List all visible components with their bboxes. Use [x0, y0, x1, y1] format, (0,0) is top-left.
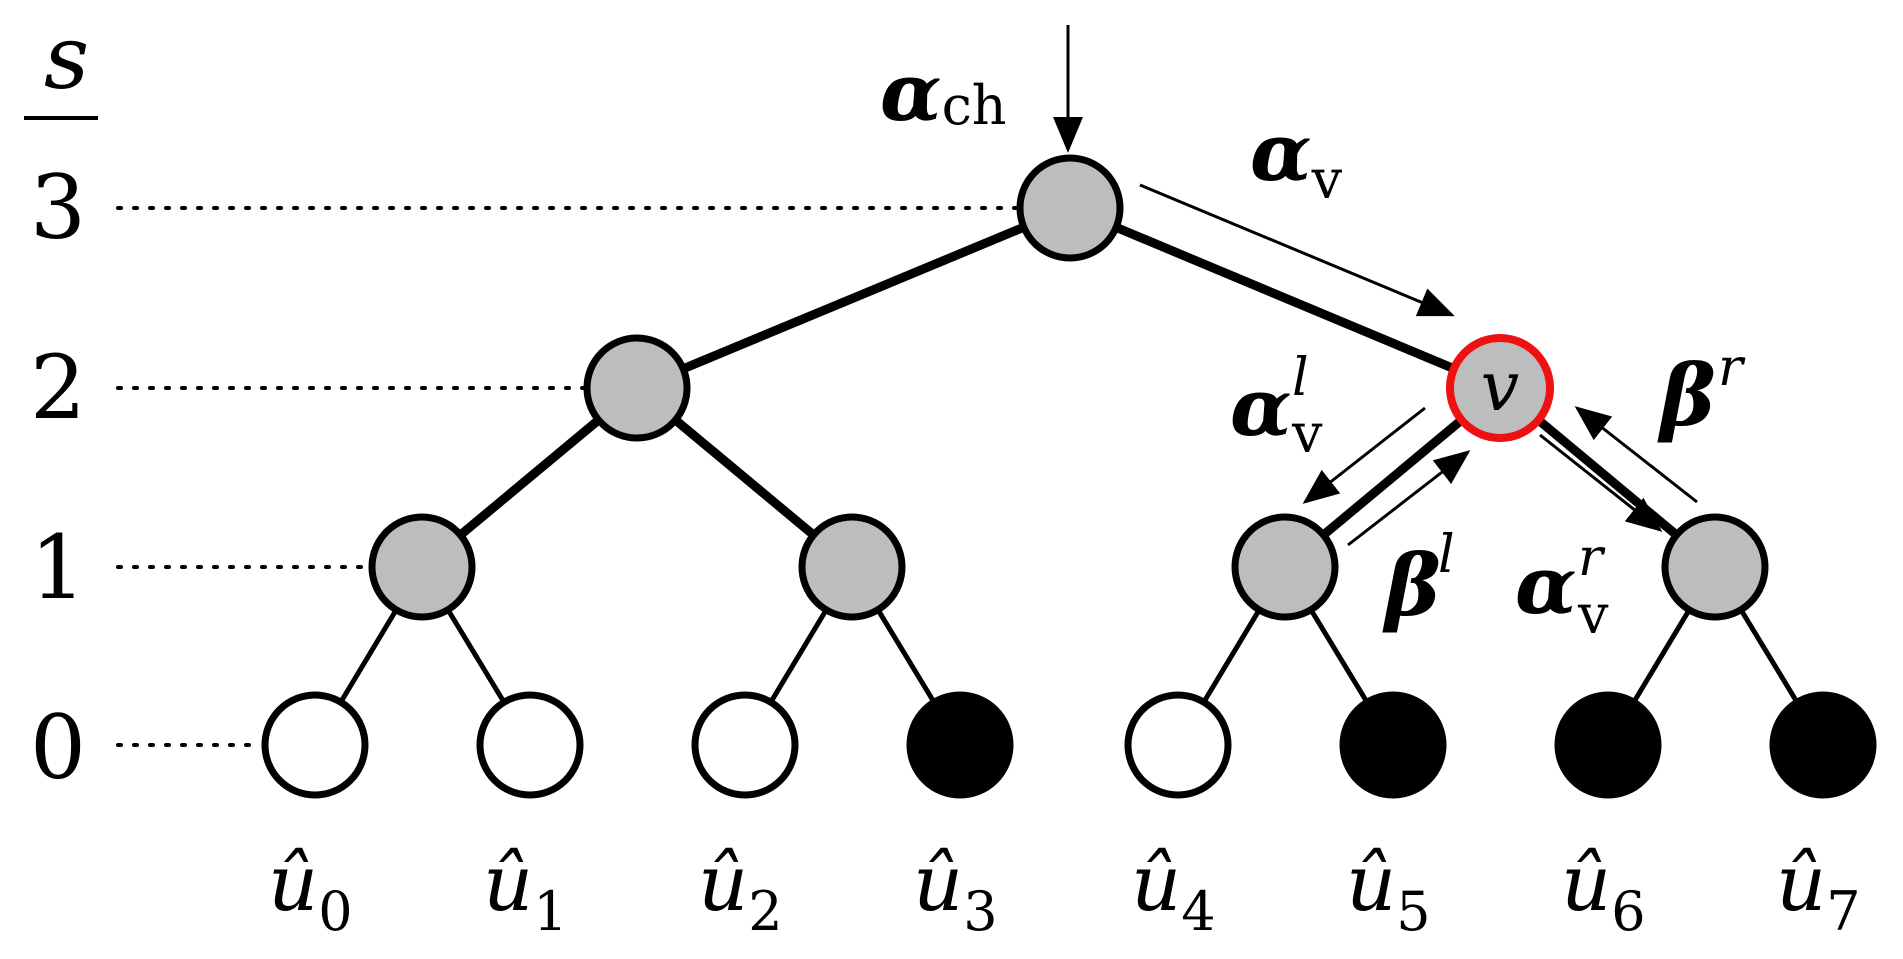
leaf-node-5 [1339, 691, 1447, 799]
label-alpha-ch: αch [880, 45, 1007, 139]
leaf-label-2-sub: 2 [748, 880, 782, 943]
leaf-label-1: û1 [483, 839, 568, 943]
axis-title-group: s [24, 6, 98, 120]
label-alpha-v-r: α [1515, 538, 1577, 632]
axis-title: s [44, 6, 89, 109]
arrow-alpha-v [1139, 183, 1455, 317]
leaf-label-2: û2 [698, 839, 783, 943]
label-beta-l-base: β [1382, 536, 1441, 635]
leaf-label-7: û7 [1776, 839, 1861, 943]
node-l1-0 [368, 513, 476, 621]
label-alpha-v-sub: v [1311, 148, 1343, 211]
message-arrows [1053, 25, 1698, 547]
leaf-label-3-base: û [913, 839, 963, 929]
leaf-label-6-sub: 6 [1611, 880, 1645, 943]
leaf-label-7-sub: 7 [1826, 880, 1860, 943]
label-alpha-v-l-sub: v [1291, 402, 1323, 465]
edge-root-right [1065, 203, 1505, 393]
leaf-label-1-base: û [483, 839, 533, 929]
leaf-label-5: û5 [1346, 839, 1431, 943]
leaf-node-1 [476, 691, 584, 799]
label-beta-l: β [1382, 536, 1441, 635]
arrow-beta-l [1347, 450, 1471, 547]
node-l1-3 [1661, 513, 1769, 621]
leaf-label-0-base: û [268, 839, 318, 929]
leaf-label-3: û3 [913, 839, 998, 943]
leaf-label-5-base: û [1346, 839, 1396, 929]
leaf-nodes [261, 691, 1877, 799]
node-v-highlighted [1446, 334, 1554, 442]
leaf-label-3-sub: 3 [963, 880, 997, 943]
label-beta-r: β [1657, 346, 1716, 445]
arrow-alpha-v-l [1302, 406, 1426, 504]
arrow-alpha-v-r [1539, 433, 1663, 532]
level-guides [116, 206, 1020, 747]
label-alpha-v-base: α [1250, 105, 1312, 199]
node-l2-left [583, 334, 691, 442]
label-alpha-ch-sub: ch [942, 74, 1007, 137]
message-labels: αch αv α l v β l α r v β r [880, 45, 1746, 646]
leaf-node-2 [691, 691, 799, 799]
leaf-node-6 [1554, 691, 1662, 799]
level-labels: 3 2 1 0 [30, 156, 86, 799]
level-label-2: 2 [30, 336, 86, 439]
level-label-3: 3 [30, 156, 86, 259]
label-alpha-v: αv [1250, 105, 1343, 211]
leaf-node-0 [261, 691, 369, 799]
leaf-node-7 [1769, 691, 1877, 799]
tree-edges [312, 203, 1826, 748]
label-alpha-v-r-sub: v [1577, 583, 1609, 646]
arrow-beta-r [1574, 406, 1698, 504]
node-l1-1 [798, 513, 906, 621]
label-beta-r-sup: r [1718, 338, 1746, 398]
leaf-label-4-sub: 4 [1181, 880, 1215, 943]
label-beta-l-sup: l [1438, 525, 1455, 585]
leaf-labels: û0 û1 û2 û3 û4 û5 û6 û7 [268, 839, 1861, 943]
label-alpha-v-l: α [1230, 360, 1292, 454]
leaf-node-3 [906, 691, 1014, 799]
leaf-label-1-sub: 1 [533, 880, 567, 943]
label-alpha-ch-base: α [880, 45, 942, 139]
node-root [1016, 154, 1124, 262]
level-label-1: 1 [30, 516, 86, 619]
leaf-label-7-base: û [1776, 839, 1826, 929]
leaf-label-6: û6 [1561, 839, 1646, 943]
leaf-label-6-base: û [1561, 839, 1611, 929]
level-label-0: 0 [30, 696, 86, 799]
leaf-label-4: û4 [1131, 839, 1216, 943]
leaf-label-0-sub: 0 [318, 880, 352, 943]
label-alpha-v-r-sup: r [1578, 528, 1606, 588]
leaf-label-5-sub: 5 [1396, 880, 1430, 943]
label-alpha-v-l-base: α [1230, 360, 1292, 454]
node-l1-2 [1231, 513, 1339, 621]
leaf-label-0: û0 [268, 839, 353, 943]
node-v-label: v [1481, 348, 1519, 427]
leaf-label-2-base: û [698, 839, 748, 929]
label-alpha-v-r-base: α [1515, 538, 1577, 632]
leaf-label-4-base: û [1131, 839, 1181, 929]
edge-root-left [632, 203, 1075, 393]
label-beta-r-base: β [1657, 346, 1716, 445]
label-alpha-v-l-sup: l [1292, 348, 1309, 408]
leaf-node-4 [1124, 691, 1232, 799]
internal-nodes: v [368, 154, 1769, 621]
